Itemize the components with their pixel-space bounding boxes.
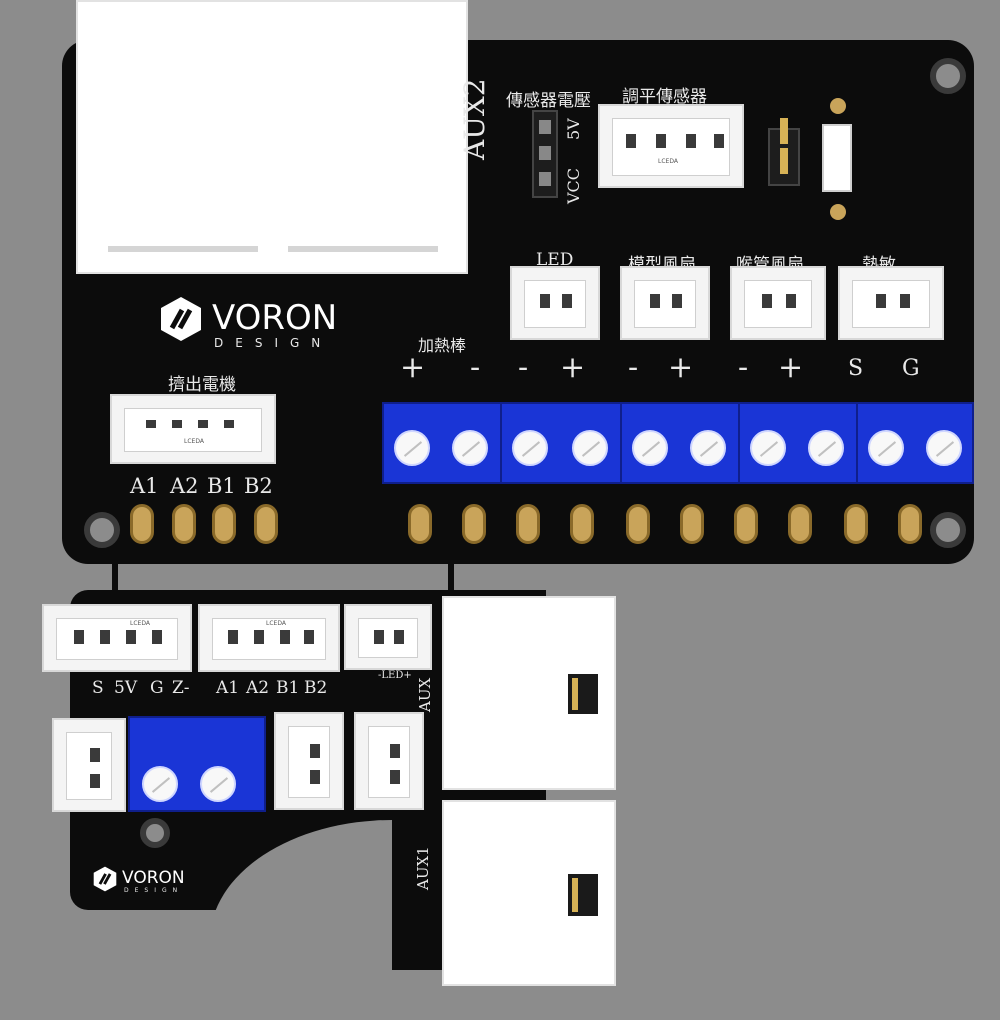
aux2-rj45-jack <box>76 0 468 274</box>
polarity-mark: G <box>902 356 920 381</box>
side-connector[interactable] <box>52 718 126 812</box>
terminal-screw[interactable] <box>690 430 726 466</box>
extruder-motor-label: 擠出電機 <box>168 375 236 395</box>
connector-mark: LCEDA <box>130 620 150 627</box>
terminal-screw[interactable] <box>632 430 668 466</box>
breakaway-tab <box>112 560 118 594</box>
solder-pad <box>734 504 758 544</box>
motor-pin-label: A2 <box>170 474 199 498</box>
sensor-vcc-label: VCC <box>564 167 583 204</box>
solder-pad <box>844 504 868 544</box>
terminal-screw[interactable] <box>200 766 236 802</box>
led-label: LED <box>536 250 574 270</box>
motor-pin-label: A2 <box>246 678 270 698</box>
solder-pad <box>570 504 594 544</box>
mounting-hole <box>140 818 170 848</box>
endstop-pin-label: 5V <box>114 678 138 698</box>
terminal-screw[interactable] <box>572 430 608 466</box>
endstop-connector[interactable]: LCEDA <box>42 604 192 672</box>
motor-connector[interactable]: LCEDA <box>198 604 340 672</box>
led-connector-small[interactable] <box>344 604 432 670</box>
solder-pad <box>680 504 704 544</box>
motor-pin-label: A1 <box>130 474 159 498</box>
voron-logo-icon <box>158 296 204 342</box>
polarity-mark: + <box>668 350 694 385</box>
solder-pad <box>254 504 278 544</box>
mounting-hole <box>84 512 120 548</box>
terminal-screw[interactable] <box>452 430 488 466</box>
terminal-screw[interactable] <box>808 430 844 466</box>
led-plus-label: -LED+ <box>378 670 412 681</box>
mounting-hole <box>930 58 966 94</box>
polarity-mark: + <box>778 350 804 385</box>
solder-pad <box>898 504 922 544</box>
terminal-screw[interactable] <box>750 430 786 466</box>
leveling-sensor-connector[interactable]: LCEDA <box>598 104 744 188</box>
polarity-mark: - <box>470 350 481 385</box>
motor-pin-label: B2 <box>304 678 328 698</box>
resistor-pad <box>830 204 846 220</box>
motor-pin-label: B2 <box>244 474 273 498</box>
logo-sub: DESIGN <box>124 887 184 894</box>
solder-pad <box>212 504 236 544</box>
connector-mark: LCEDA <box>184 438 204 445</box>
side-connector[interactable] <box>354 712 424 810</box>
solder-pad <box>462 504 486 544</box>
sensor-5v-label: 5V <box>564 118 583 140</box>
sensor-voltage-label: 傳感器電壓 <box>506 91 591 111</box>
motor-pin-label: A1 <box>216 678 240 698</box>
polarity-mark: S <box>848 356 864 381</box>
led-connector[interactable] <box>510 266 600 340</box>
terminal-screw[interactable] <box>512 430 548 466</box>
terminal-screw[interactable] <box>868 430 904 466</box>
solder-pad <box>408 504 432 544</box>
thermistor-connector[interactable] <box>838 266 944 340</box>
aux2-label: AUX2 <box>458 78 491 160</box>
endstop-pin-label: S <box>92 678 104 698</box>
solder-pad <box>516 504 540 544</box>
endstop-pin-label: Z- <box>172 678 190 698</box>
aux-label: AUX <box>416 677 434 712</box>
polarity-mark: - <box>518 350 529 385</box>
heater-label: 加熱棒 <box>418 336 467 355</box>
terminal-screw[interactable] <box>926 430 962 466</box>
polarity-mark: + <box>400 350 426 385</box>
logo-word: VORON <box>212 298 338 338</box>
aux1-label: AUX1 <box>414 846 432 890</box>
sensor-voltage-jumper[interactable] <box>532 110 558 198</box>
voron-logo-icon <box>92 866 118 892</box>
leveling-sensor-label: 調平傳感器 <box>622 87 707 107</box>
connector-mark: LCEDA <box>658 158 678 165</box>
aux-rj45-jack <box>442 596 616 790</box>
logo-sub: DESIGN <box>214 336 333 350</box>
side-connector[interactable] <box>274 712 344 810</box>
nozzle-fan-connector[interactable] <box>730 266 826 340</box>
aux1-rj45-jack <box>442 800 616 986</box>
model-fan-connector[interactable] <box>620 266 710 340</box>
solder-pad <box>626 504 650 544</box>
polarity-mark: + <box>560 350 586 385</box>
resistor <box>822 124 852 192</box>
polarity-mark: - <box>738 350 749 385</box>
extruder-motor-connector[interactable]: LCEDA <box>110 394 276 464</box>
resistor-pad <box>830 98 846 114</box>
jumper-header[interactable] <box>768 118 800 186</box>
solder-pad <box>788 504 812 544</box>
connector-mark: LCEDA <box>266 620 286 627</box>
solder-pad <box>172 504 196 544</box>
mounting-hole <box>930 512 966 548</box>
polarity-mark: - <box>628 350 639 385</box>
terminal-screw[interactable] <box>394 430 430 466</box>
motor-pin-label: B1 <box>207 474 236 498</box>
endstop-pin-label: G <box>150 678 164 698</box>
solder-pad <box>130 504 154 544</box>
motor-pin-label: B1 <box>276 678 300 698</box>
terminal-screw[interactable] <box>142 766 178 802</box>
breakaway-tab <box>448 560 454 594</box>
logo-word: VORON <box>122 868 185 888</box>
